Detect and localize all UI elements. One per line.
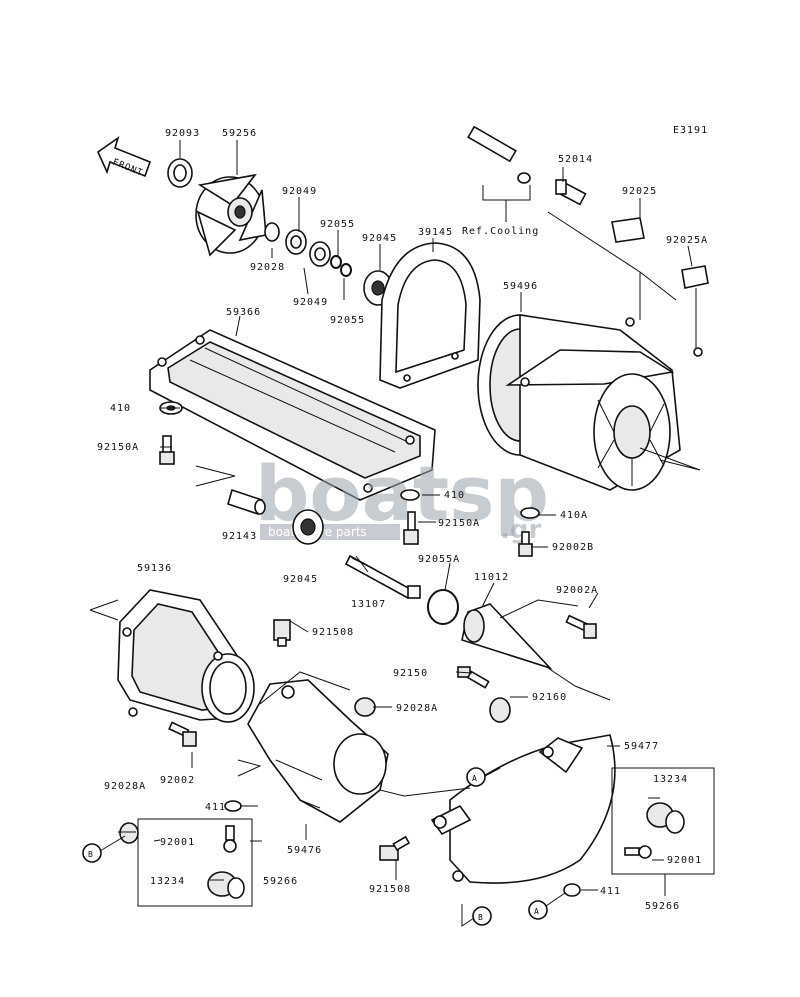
- part-label-39145: 39145: [418, 227, 453, 238]
- part-label-11012: 11012: [474, 572, 509, 583]
- callout-letter: A: [472, 774, 478, 783]
- shaft-13107: [344, 554, 421, 600]
- part-label-92002A: 92002A: [556, 585, 598, 596]
- bolt-921508-lower: [379, 835, 411, 861]
- part-label-59256: 59256: [222, 128, 257, 139]
- kit-box-59266-right: [611, 767, 715, 875]
- part-label-92001-left: 92001: [160, 837, 195, 848]
- washer-410-center: [400, 489, 420, 501]
- part-label-13234-right: 13234: [653, 774, 688, 785]
- part-label-921508-lower: 921508: [369, 884, 411, 895]
- bolt-92002B: [518, 531, 533, 557]
- part-label-92150A-left: 92150A: [97, 442, 139, 453]
- cooling-hose: [467, 125, 531, 184]
- part-label-13234-left: 13234: [150, 876, 185, 887]
- part-label-59476: 59476: [287, 845, 322, 856]
- part-label-92150: 92150: [393, 668, 428, 679]
- kit-box-59266-left: [137, 818, 253, 907]
- bearing-92045-lower: [292, 509, 324, 545]
- part-label-92025: 92025: [622, 186, 657, 197]
- part-label-92001-right: 92001: [667, 855, 702, 866]
- callout-a-upper: A: [466, 767, 486, 787]
- spacer-92028A-left: [119, 822, 139, 844]
- fitting-52014: [555, 179, 587, 206]
- deflector-59477: [449, 734, 616, 884]
- part-label-13107: 13107: [351, 599, 386, 610]
- ref-cooling-label: Ref.Cooling: [462, 226, 539, 237]
- cover-39145: [379, 242, 481, 389]
- part-label-921508-upper: 921508: [312, 627, 354, 638]
- part-label-92160: 92160: [532, 692, 567, 703]
- nozzle-59136: [117, 589, 255, 723]
- part-label-59266-right: 59266: [645, 901, 680, 912]
- ring-92093: [167, 158, 193, 188]
- steering-nozzle-59476: [247, 679, 389, 823]
- part-label-92002: 92002: [160, 775, 195, 786]
- bracket-lower: [430, 804, 472, 836]
- part-label-410-center: 410: [444, 490, 465, 501]
- part-label-92002B: 92002B: [552, 542, 594, 553]
- bolt-92150A-left: [159, 435, 175, 465]
- part-label-411-left: 411: [205, 802, 226, 813]
- bolt-921508-top: [273, 619, 291, 647]
- part-label-92025A: 92025A: [666, 235, 708, 246]
- part-label-59366: 59366: [226, 307, 261, 318]
- part-label-92049-upper: 92049: [282, 186, 317, 197]
- watermark-suffix: .gr: [500, 515, 541, 545]
- washer-411-right: [563, 883, 581, 897]
- callout-letter: A: [534, 907, 540, 916]
- part-label-92055-lower: 92055: [330, 315, 365, 326]
- o-ring-92055A: [427, 589, 459, 625]
- diagram-code: E3191: [673, 125, 708, 136]
- shim-92025: [611, 217, 645, 243]
- part-label-59266-left: 59266: [263, 876, 298, 887]
- part-label-92028: 92028: [250, 262, 285, 273]
- part-label-92049-lower: 92049: [293, 297, 328, 308]
- bolt-92150A-center: [403, 511, 419, 545]
- bolt-92150: [457, 666, 490, 689]
- shim-92025A: [681, 265, 709, 289]
- callout-letter: B: [478, 913, 484, 922]
- part-label-411-right: 411: [600, 886, 621, 897]
- sleeve-92143: [227, 488, 266, 516]
- callout-letter: B: [88, 850, 94, 859]
- spacer-92028: [264, 222, 280, 242]
- washer-92049: [285, 229, 331, 267]
- part-label-92150A-center: 92150A: [438, 518, 480, 529]
- impeller-59256: [195, 173, 267, 257]
- part-label-59477: 59477: [624, 741, 659, 752]
- part-label-92045-upper: 92045: [362, 233, 397, 244]
- washer-410A: [520, 507, 540, 519]
- pump-body-59496: [477, 314, 703, 491]
- bushing-92160: [489, 697, 511, 723]
- part-label-92055A: 92055A: [418, 554, 460, 565]
- callout-b-lower: B: [472, 906, 492, 926]
- part-label-92143: 92143: [222, 531, 257, 542]
- callout-b-left: B: [82, 843, 102, 863]
- frame-59366: [149, 329, 436, 501]
- part-label-52014: 52014: [558, 154, 593, 165]
- o-ring-92055: [330, 255, 352, 277]
- part-label-92028A-left: 92028A: [104, 781, 146, 792]
- part-label-92055-upper: 92055: [320, 219, 355, 230]
- cone-11012: [461, 603, 553, 670]
- washer-411-left: [224, 800, 242, 812]
- part-label-92028A-right: 92028A: [396, 703, 438, 714]
- callout-a-lower: A: [528, 900, 548, 920]
- part-label-410A: 410A: [560, 510, 588, 521]
- bolt-92002A: [565, 614, 597, 639]
- spacer-92028A-right: [354, 697, 376, 717]
- part-label-410-left: 410: [110, 403, 131, 414]
- part-label-59496: 59496: [503, 281, 538, 292]
- front-arrow-icon: FRONT: [96, 136, 152, 179]
- part-label-92045-lower: 92045: [283, 574, 318, 585]
- part-label-92093: 92093: [165, 128, 200, 139]
- bolt-92002: [168, 721, 197, 747]
- part-label-59136: 59136: [137, 563, 172, 574]
